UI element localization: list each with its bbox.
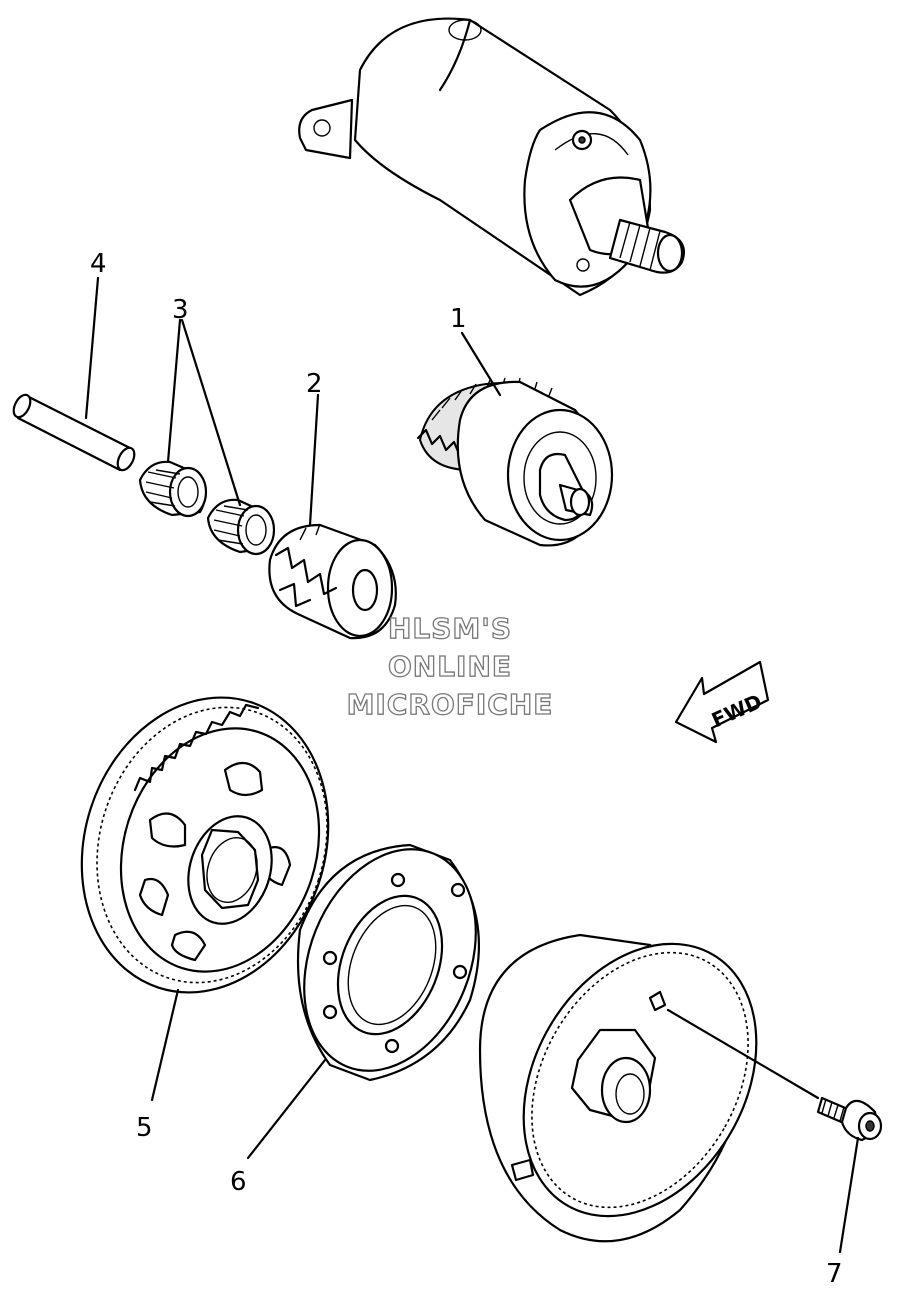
callout-6: 6 <box>230 1167 247 1197</box>
leader-lines <box>84 276 860 1254</box>
starter-motor <box>298 17 686 297</box>
callout-2: 2 <box>306 369 323 399</box>
part-7-bolt <box>816 1096 883 1142</box>
part-5-wheel-gear <box>80 696 330 994</box>
watermark-line-1: HLSM'S <box>388 612 512 645</box>
watermark: HLSM'S ONLINE MICROFICHE <box>346 611 554 721</box>
flywheel-rotor <box>478 933 758 1243</box>
callout-4: 4 <box>90 249 107 279</box>
watermark-line-3: MICROFICHE <box>347 688 554 721</box>
forward-direction-arrow: FWD <box>674 660 770 744</box>
part-4-shaft <box>12 393 136 472</box>
callout-5: 5 <box>136 1113 153 1143</box>
part-2-idler-gear <box>268 523 397 640</box>
callout-7: 7 <box>826 1259 843 1289</box>
callout-3: 3 <box>172 295 189 325</box>
part-3-needle-bearings <box>138 460 276 556</box>
callout-1: 1 <box>450 304 467 334</box>
callout-numbers: 1 2 3 4 5 6 7 <box>90 249 843 1289</box>
part-6-one-way-clutch <box>296 843 480 1082</box>
part-1-starter-gear <box>416 377 614 547</box>
watermark-line-2: ONLINE <box>388 650 512 683</box>
